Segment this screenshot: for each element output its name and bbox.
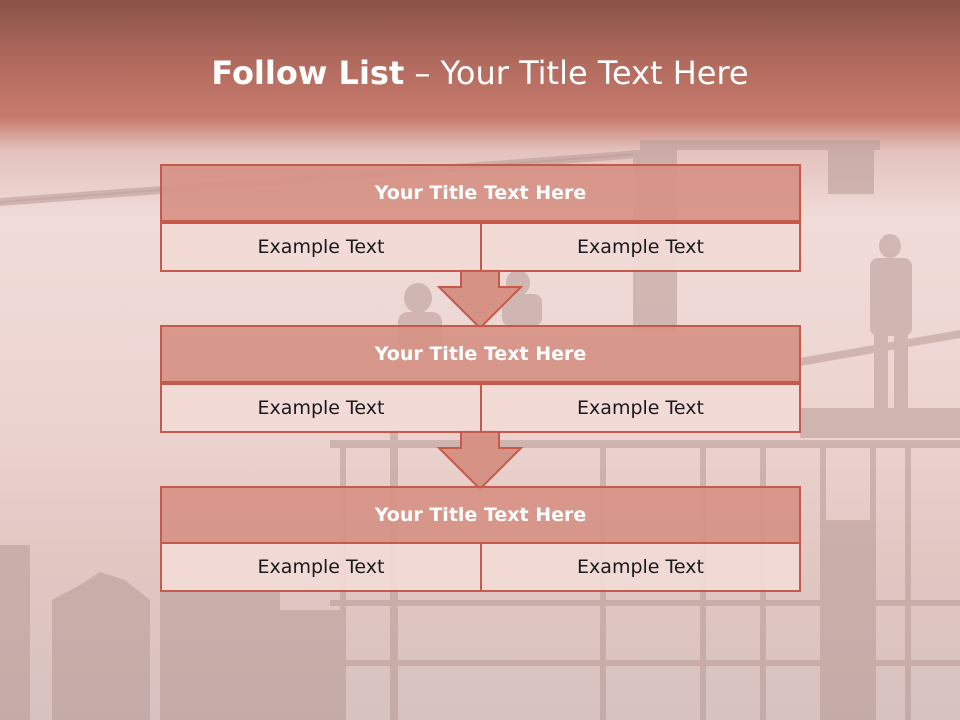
slide-title: Follow List – Your Title Text Here bbox=[0, 54, 960, 92]
block-cell-left: Example Text bbox=[160, 222, 482, 272]
slide-title-bold: Follow List bbox=[211, 54, 405, 92]
slide-title-rest: – Your Title Text Here bbox=[404, 54, 749, 92]
block-title: Your Title Text Here bbox=[160, 325, 801, 383]
block-cell-right: Example Text bbox=[480, 222, 801, 272]
block-cell-right: Example Text bbox=[480, 383, 801, 433]
block-cell-left: Example Text bbox=[160, 383, 482, 433]
block-cell-left: Example Text bbox=[160, 542, 482, 592]
block-title: Your Title Text Here bbox=[160, 486, 801, 544]
block-cell-right: Example Text bbox=[480, 542, 801, 592]
block-title: Your Title Text Here bbox=[160, 164, 801, 222]
